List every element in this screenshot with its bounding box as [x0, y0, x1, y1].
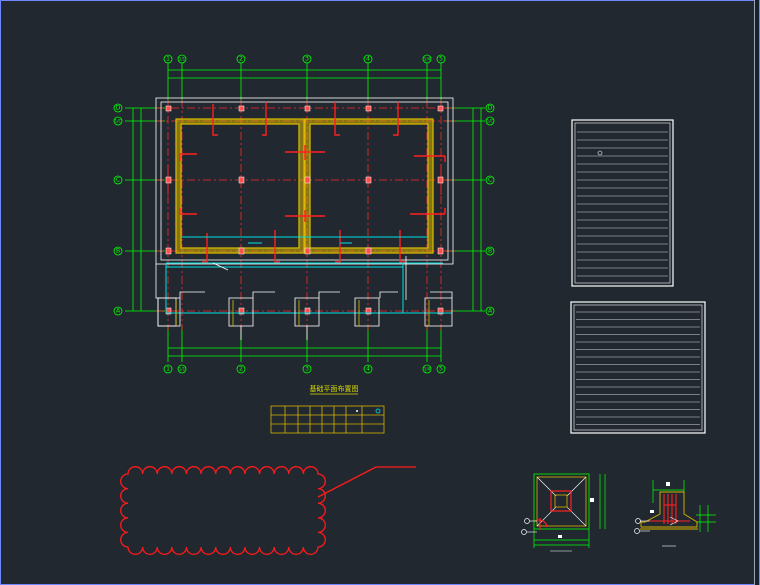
- svg-text:1/C: 1/C: [115, 119, 122, 124]
- footing-plan-detail: [521, 473, 606, 552]
- svg-text:4: 4: [366, 56, 370, 63]
- axis-bubble-bottom-4: 4: [363, 364, 373, 374]
- spec-table: [270, 405, 385, 434]
- svg-text:D: D: [488, 105, 493, 112]
- title-block-strip: [754, 0, 759, 585]
- axis-bubble-top-1: 1: [163, 54, 173, 64]
- axis-bubbles: 1 1/1 2 3 4 1/4 5 1 1/1 2 3 4 1/4 5 D 1/…: [113, 54, 495, 374]
- cyan-beam-lines: [165, 236, 452, 314]
- svg-text:1/1: 1/1: [179, 57, 186, 62]
- axis-bubble-top-4: 4: [363, 54, 373, 64]
- axis-bubble-bottom-1: 1: [163, 364, 173, 374]
- axis-bubble-top-5: 5: [436, 54, 446, 64]
- wall-fill: [176, 119, 433, 253]
- svg-text:4: 4: [366, 366, 370, 373]
- axis-bubble-left-1c: 1/C: [113, 116, 123, 126]
- axis-bubble-top-3: 3: [302, 54, 312, 64]
- axis-bubble-right-b: B: [485, 246, 495, 256]
- axis-bubble-bottom-1-1: 1/1: [177, 364, 187, 374]
- svg-text:D: D: [116, 105, 121, 112]
- svg-text:2: 2: [239, 366, 243, 373]
- axis-bubble-left-c: C: [113, 175, 123, 185]
- foundation-plan: 1 1/1 2 3 4 1/4 5 1 1/1 2 3 4 1/4 5 D 1/…: [113, 54, 495, 395]
- pile-cap-edges: [175, 300, 430, 326]
- axis-bubble-bottom-5: 5: [436, 364, 446, 374]
- svg-text:1/4: 1/4: [424, 57, 431, 62]
- axis-bubble-left-b: B: [113, 246, 123, 256]
- right-dimension-lines: [445, 107, 485, 312]
- stair-detail-upper: [571, 119, 674, 287]
- svg-text:1/4: 1/4: [424, 367, 431, 372]
- svg-text:1: 1: [166, 366, 170, 373]
- svg-text:1/1: 1/1: [179, 367, 186, 372]
- svg-text:C: C: [488, 177, 492, 184]
- axis-bubble-bottom-3: 3: [302, 364, 312, 374]
- svg-text:B: B: [116, 248, 120, 255]
- svg-text:B: B: [488, 248, 492, 255]
- column-markers: [165, 105, 444, 315]
- axis-bubble-bottom-2: 2: [236, 364, 246, 374]
- axis-bubble-right-a: A: [485, 306, 495, 316]
- bottom-dimension-lines: [167, 325, 442, 362]
- svg-text:2: 2: [239, 56, 243, 63]
- axis-bubble-top-1-1: 1/1: [177, 54, 187, 64]
- svg-text:C: C: [116, 177, 120, 184]
- plan-title: 基础平面布置图: [310, 384, 359, 393]
- axis-bubble-top-1-4: 1/4: [422, 54, 432, 64]
- svg-text:A: A: [116, 308, 121, 315]
- svg-text:3: 3: [305, 56, 309, 63]
- svg-text:1: 1: [166, 56, 170, 63]
- top-dimension-lines: [167, 63, 442, 100]
- axis-bubble-right-1c: 1/C: [485, 116, 495, 126]
- axis-bubble-left-a: A: [113, 306, 123, 316]
- revision-cloud: [120, 466, 416, 555]
- svg-text:A: A: [488, 308, 493, 315]
- pile-caps: [157, 256, 453, 340]
- svg-text:5: 5: [439, 366, 443, 373]
- stair-detail-lower: [570, 301, 706, 434]
- axis-bubble-right-d: D: [485, 103, 495, 113]
- axis-bubble-bottom-1-4: 1/4: [422, 364, 432, 374]
- svg-text:5: 5: [439, 56, 443, 63]
- svg-text:3: 3: [305, 366, 309, 373]
- footing-section-detail: [634, 480, 716, 547]
- svg-text:1/C: 1/C: [487, 119, 494, 124]
- axis-bubble-right-c: C: [485, 175, 495, 185]
- left-dimension-lines: [125, 107, 165, 312]
- axis-bubble-top-2: 2: [236, 54, 246, 64]
- axis-bubble-left-d: D: [113, 103, 123, 113]
